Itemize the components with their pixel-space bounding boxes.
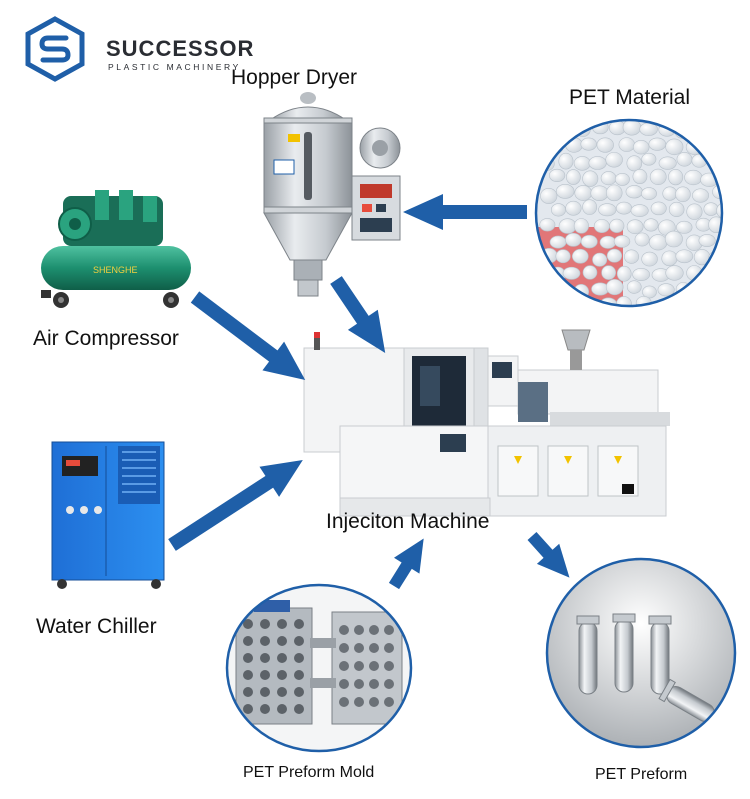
arrow-mold-to-machine [381,531,436,594]
arrow-dryer-to-machine [321,270,400,363]
arrow-machine-to-preform [521,526,581,588]
arrow-pet-to-dryer [403,194,527,230]
arrow-chiller-to-machine [162,445,312,560]
arrow-compressor-to-machine [184,283,316,395]
